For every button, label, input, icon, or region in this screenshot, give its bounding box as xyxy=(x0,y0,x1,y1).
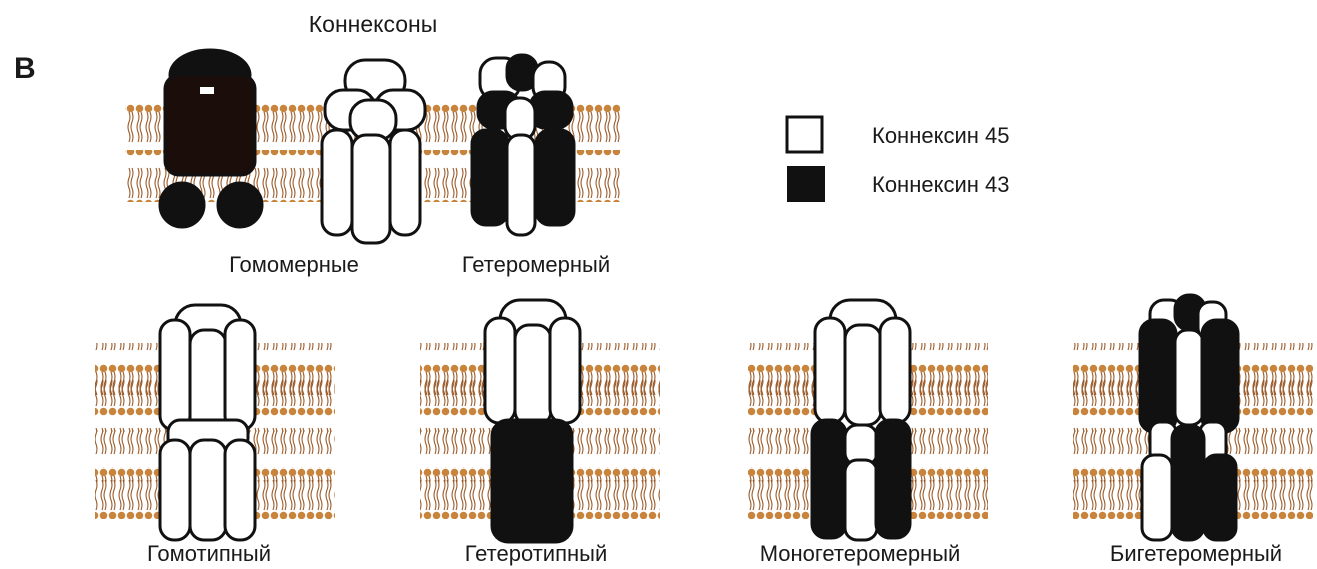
channel-label-biheteromeric: Бигетеромерный xyxy=(1110,541,1282,566)
panel-letter: B xyxy=(14,52,36,85)
connexon-homomeric-cx45 xyxy=(322,60,425,243)
legend-swatch-cx45 xyxy=(787,117,822,152)
channel-monoheteromeric xyxy=(748,300,988,540)
legend: Коннексин 45 Коннексин 43 xyxy=(787,117,1009,202)
channel-label-heterotypic: Гетеротипный xyxy=(465,541,608,566)
connexon-heteromeric xyxy=(472,55,574,235)
channel-biheteromeric xyxy=(1073,295,1313,540)
legend-label-cx45: Коннексин 45 xyxy=(872,123,1009,148)
channel-heterotypic xyxy=(420,300,660,542)
channel-label-monoheteromeric: Моногетеромерный xyxy=(760,541,961,566)
legend-swatch-cx43 xyxy=(787,166,825,202)
channel-homotypic xyxy=(95,305,335,540)
connexons-title: Коннексоны xyxy=(309,11,438,37)
homomeric-label: Гомомерные xyxy=(229,252,359,277)
channel-label-homotypic: Гомотипный xyxy=(147,541,271,566)
heteromeric-label: Гетеромерный xyxy=(462,252,610,277)
legend-label-cx43: Коннексин 43 xyxy=(872,172,1009,197)
